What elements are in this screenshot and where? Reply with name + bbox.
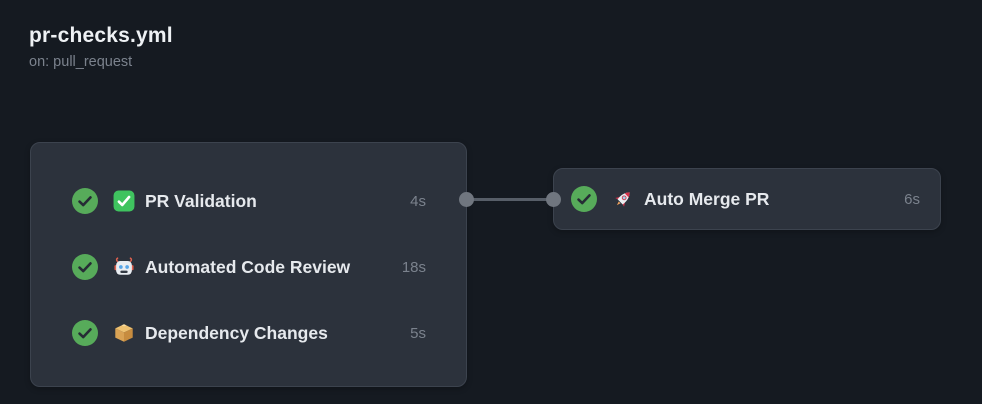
success-check-circle-icon xyxy=(72,320,98,346)
package-emoji-icon xyxy=(115,324,133,342)
job-name: Automated Code Review xyxy=(145,256,351,277)
connector-dot-source xyxy=(459,192,474,207)
job-row-dependency-changes[interactable]: Dependency Changes 5s xyxy=(31,300,466,366)
job-duration: 6s xyxy=(904,190,920,208)
job-row-auto-merge-pr[interactable]: Auto Merge PR 6s xyxy=(554,169,940,229)
white-check-mark-emoji-icon xyxy=(113,190,135,212)
job-name: Auto Merge PR xyxy=(644,188,770,209)
job-name: PR Validation xyxy=(145,190,257,211)
rocket-emoji-icon xyxy=(615,192,630,207)
workflow-trigger: on: pull_request xyxy=(29,54,133,70)
jobs-list: PR Validation 4s Automa xyxy=(31,143,466,366)
workflow-header: pr-checks.yml on: pull_request xyxy=(29,24,173,70)
job-duration: 18s xyxy=(401,258,426,276)
connector-dot-target xyxy=(546,192,561,207)
job-name: Dependency Changes xyxy=(145,322,328,343)
success-check-circle-icon xyxy=(72,188,98,214)
job-duration: 4s xyxy=(410,192,426,210)
job-row-pr-validation[interactable]: PR Validation 4s xyxy=(31,168,466,234)
merge-card: Auto Merge PR 6s xyxy=(553,168,941,230)
jobs-card: PR Validation 4s Automa xyxy=(30,142,467,387)
robot-emoji-icon xyxy=(114,257,134,275)
success-check-circle-icon xyxy=(571,186,597,212)
job-duration: 5s xyxy=(410,324,426,342)
connector-edge xyxy=(466,198,553,201)
success-check-circle-icon xyxy=(72,254,98,280)
job-row-automated-code-review[interactable]: Automated Code Review 18s xyxy=(31,234,466,300)
workflow-title: pr-checks.yml xyxy=(29,24,173,47)
